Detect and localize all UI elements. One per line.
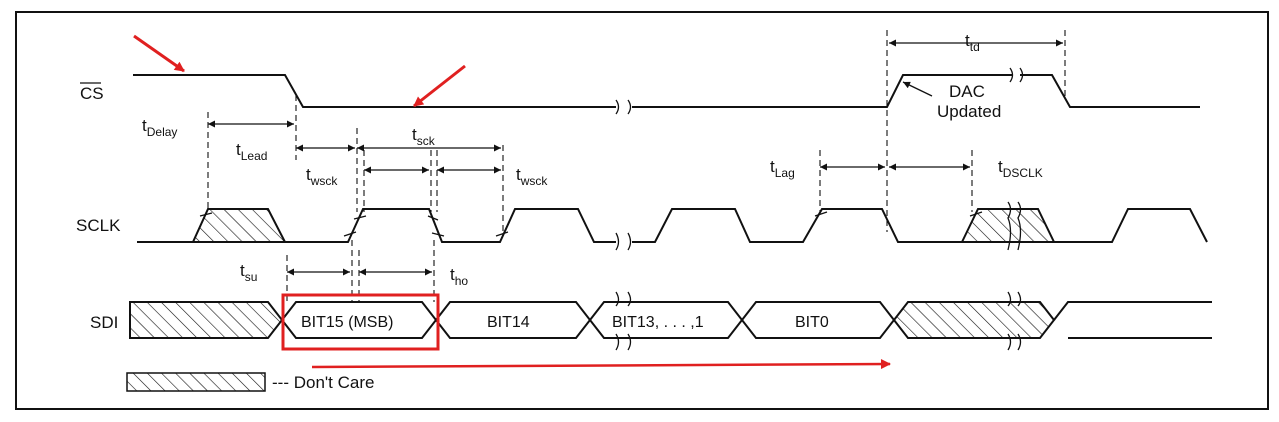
red-arrow-bit-order: [311, 359, 891, 370]
red-arrow-cs-idle: [133, 34, 185, 73]
dac-updated-line2: Updated: [937, 102, 1001, 121]
sdi-dont-care-end: [892, 301, 1056, 339]
label-t-td: ttd: [965, 31, 980, 54]
label-t-delay: tDelay: [142, 116, 177, 139]
sdi-break-mark-2: [1007, 291, 1022, 351]
red-arrow-cs-active: [413, 64, 466, 108]
bus-label-bit15: BIT15 (MSB): [301, 314, 393, 331]
reference-lines: [207, 30, 1066, 302]
cs-break-mark: [615, 99, 632, 115]
label-t-ho: tho: [450, 265, 468, 288]
bus-label-bit13: BIT13, . . . ,1: [612, 314, 704, 331]
sdi-break-mark: [615, 291, 632, 351]
label-t-sck: tsck: [412, 125, 436, 148]
red-highlights: [133, 34, 891, 370]
label-t-wsck-2: twsck: [516, 165, 548, 188]
sclk-waveform: [137, 208, 1208, 243]
label-t-lead: tLead: [236, 140, 267, 163]
bus-label-bit0: BIT0: [795, 314, 829, 331]
red-box-msb: [281, 293, 440, 351]
label-t-lag: tLag: [770, 157, 795, 180]
sdi-dont-care-start: [129, 301, 284, 339]
label-t-dsclk: tDSCLK: [998, 157, 1043, 180]
sclk-break-mark: [615, 232, 632, 251]
signal-cs-label: CS: [80, 84, 104, 103]
sclk-dont-care-start: [191, 208, 287, 243]
sclk-break-mark-2: [1007, 201, 1022, 251]
label-t-su: tsu: [240, 261, 257, 284]
legend-dont-care-label: --- Don't Care: [272, 373, 374, 392]
label-t-wsck-1: twsck: [306, 165, 338, 188]
sclk-dont-care-end: [960, 208, 1056, 243]
dac-updated-line1: DAC: [949, 82, 985, 101]
cs-break-mark-2: [1009, 67, 1024, 83]
cs-waveform: [133, 74, 1200, 108]
legend-hatch-swatch: [126, 372, 266, 392]
dimension-arrows: [208, 39, 1063, 276]
signal-sdi-label: SDI: [90, 313, 118, 332]
signal-sclk-label: SCLK: [76, 216, 121, 235]
diagram-frame: [15, 11, 1269, 410]
sdi-bus-idle: [1053, 301, 1212, 339]
sclk-edge-ticks: [199, 211, 983, 237]
bus-label-bit14: BIT14: [487, 314, 530, 331]
